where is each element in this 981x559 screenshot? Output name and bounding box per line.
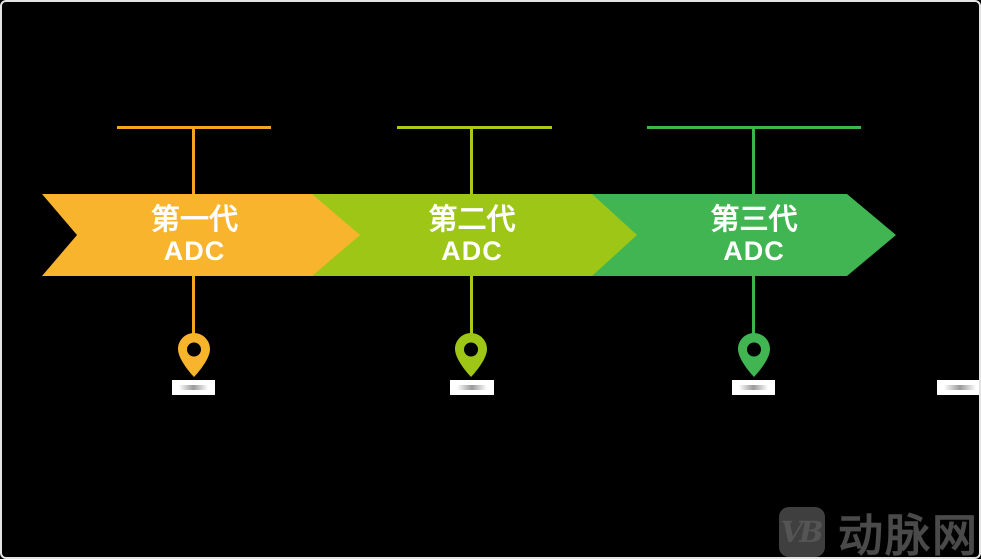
stage3-label-smudge — [738, 385, 769, 390]
stage2-lower-connector — [470, 276, 473, 336]
stage1-lower-connector — [192, 276, 195, 336]
stage2-location-pin-icon — [455, 333, 487, 377]
right-edge-label-smudge — [944, 385, 976, 390]
stage1-upper-connector — [192, 127, 195, 195]
right-edge-label-box — [937, 380, 979, 395]
stage2-arrow: 第二代 ADC — [312, 194, 637, 276]
stage2-top-rule — [397, 126, 552, 129]
stage3-location-pin-icon — [738, 333, 770, 377]
stage2-label-smudge — [457, 385, 487, 390]
stage3-lower-connector — [752, 276, 755, 336]
stage1-label-smudge — [178, 385, 209, 390]
stage3-arrow: 第三代 ADC — [589, 194, 896, 276]
stage2-label-box — [450, 380, 494, 395]
stage3-label-box — [732, 380, 775, 395]
stage1-arrow: 第一代 ADC — [42, 194, 360, 276]
brand-name: 动脉网 — [838, 510, 980, 559]
stage2-title: 第二代 — [428, 203, 516, 236]
stage1-label-box — [172, 380, 215, 395]
vb-monogram: VB — [780, 514, 823, 549]
stage2-upper-connector — [470, 127, 473, 195]
stage1-subtitle: ADC — [163, 236, 226, 267]
vb-logo-icon: VB — [779, 506, 825, 557]
watermark: VB 动脉网 — [779, 499, 980, 559]
stage2-subtitle: ADC — [441, 236, 503, 267]
stage3-subtitle: ADC — [723, 236, 785, 267]
stage1-title: 第一代 — [150, 203, 238, 236]
stage3-title: 第三代 — [710, 203, 798, 236]
stage1-location-pin-icon — [178, 333, 210, 377]
stage3-upper-connector — [752, 127, 755, 195]
